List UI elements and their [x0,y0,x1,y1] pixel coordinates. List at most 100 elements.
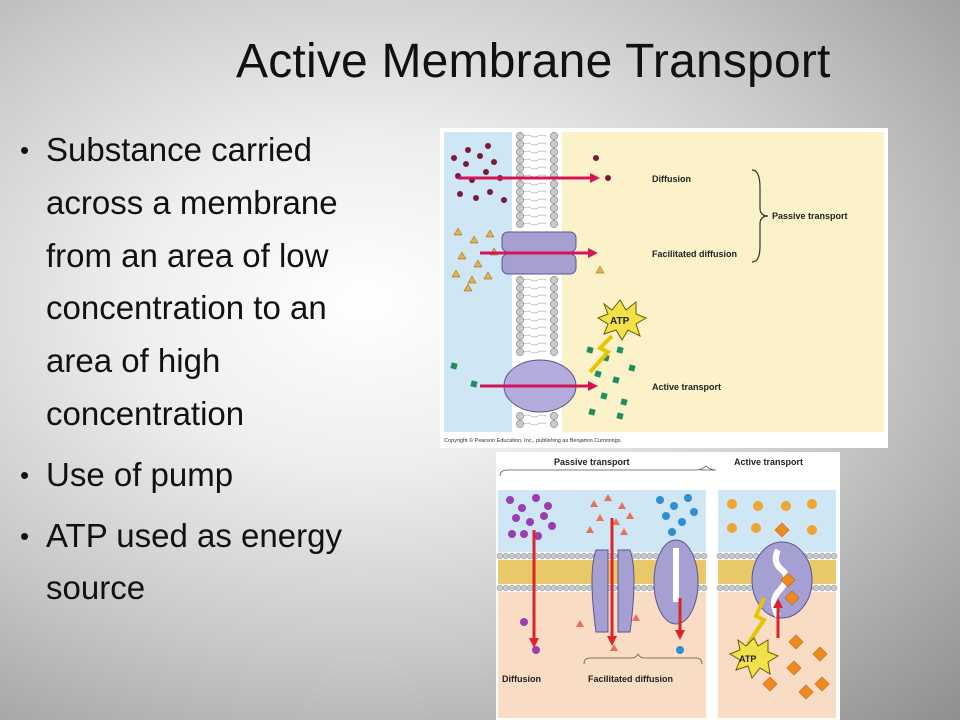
lipid-head [550,412,558,420]
active-molecules [450,346,636,420]
lipid-head [550,340,558,348]
molecule-dot [690,508,698,516]
molecule-dot [508,530,516,538]
lipid-tail [523,302,547,306]
lipid-head [516,204,524,212]
molecule-diamond [762,676,778,692]
facilitated-molecules [576,494,640,651]
molecule-triangle [590,500,598,507]
molecule-dot [465,147,471,153]
lipid-tail [523,294,547,298]
lipid-head [516,324,524,332]
lipid-head [550,132,558,140]
transport-arrows [529,518,783,648]
molecule-dot [451,155,457,161]
lipid-tail [523,222,547,226]
lipid-head [568,584,576,592]
lipid-head [812,584,820,592]
lipid-head [516,164,524,172]
molecule-dot [676,646,684,654]
diffusion-molecules [506,494,556,654]
lipid-head [806,552,814,560]
lipid-head [830,584,838,592]
molecule-square [600,392,608,400]
molecule-triangle [463,283,473,292]
lipid-head [514,584,522,592]
diffusion-molecules [451,143,611,203]
lipid-head [550,584,558,592]
bullet-text: Substance carried across a membrane from… [46,131,338,432]
lipid-head [516,220,524,228]
molecule-orange [807,499,817,509]
lipid-head [516,340,524,348]
molecule-square [620,398,628,406]
molecule-triangle [595,265,605,274]
lipid-head [516,316,524,324]
lipid-head [824,552,832,560]
molecule-dot [485,143,491,149]
molecule-triangle [632,614,640,621]
lipid-head [550,316,558,324]
molecule-dot [540,512,548,520]
lipid-tail [523,318,547,322]
lipid-head [516,196,524,204]
lipid-tail [523,150,547,154]
molecule-dot [532,646,540,654]
lipid-head [538,552,546,560]
lipid-head [716,552,724,560]
active-molecules [727,499,830,700]
lipid-tail [523,158,547,162]
lipid-head [516,284,524,292]
lipid-head [516,420,524,428]
passive-vs-active-figure: Passive transport Active transport ATP D… [496,452,840,720]
molecule-square [616,412,624,420]
lipid-tail [523,134,547,138]
lipid-head [556,552,564,560]
molecule-dot [662,512,670,520]
molecule-orange [753,501,763,511]
extracellular-region [444,132,512,432]
molecule-dot [593,155,599,161]
molecule-triangle [485,229,495,238]
bullet-text: Use of pump [46,455,234,493]
lipid-tail [523,206,547,210]
lipid-tail [523,334,547,338]
bullet-item: •Use of pump [20,449,400,502]
lipid-head [538,584,546,592]
label-facilitated-diffusion: Facilitated diffusion [588,674,673,684]
bullet-dot-icon: • [20,520,30,551]
lipid-head [646,552,654,560]
header-active-transport: Active transport [734,457,803,467]
lipid-head [516,308,524,316]
lipid-tail [523,166,547,170]
lipid-head [550,324,558,332]
lipid-head [824,584,832,592]
molecule-square [470,380,478,388]
transport-arrows [458,173,600,391]
bullet-text: ATP used as energy source [46,516,342,607]
lipid-head [694,552,702,560]
lipid-head [514,552,522,560]
lipid-head [516,132,524,140]
lipid-head [508,584,516,592]
slide-title: Active Membrane Transport [236,35,831,88]
lipid-head [550,332,558,340]
lipid-head [722,552,730,560]
lipid-tail [523,326,547,330]
lipid-head [586,552,594,560]
lipid-tail [523,278,547,282]
molecule-square [594,370,602,378]
molecule-dot [520,530,528,538]
molecule-triangle [457,251,467,260]
bullet-item: • ATP used as energy source [20,510,400,616]
molecule-triangle [604,494,612,501]
lipid-head [502,552,510,560]
molecule-diamond [784,590,800,606]
lipid-head [516,292,524,300]
molecule-triangle [620,528,628,535]
lipid-head [544,584,552,592]
atp-label: ATP [610,316,630,327]
lipid-head [550,420,558,428]
lipid-tail [523,214,547,218]
molecule-square [612,376,620,384]
